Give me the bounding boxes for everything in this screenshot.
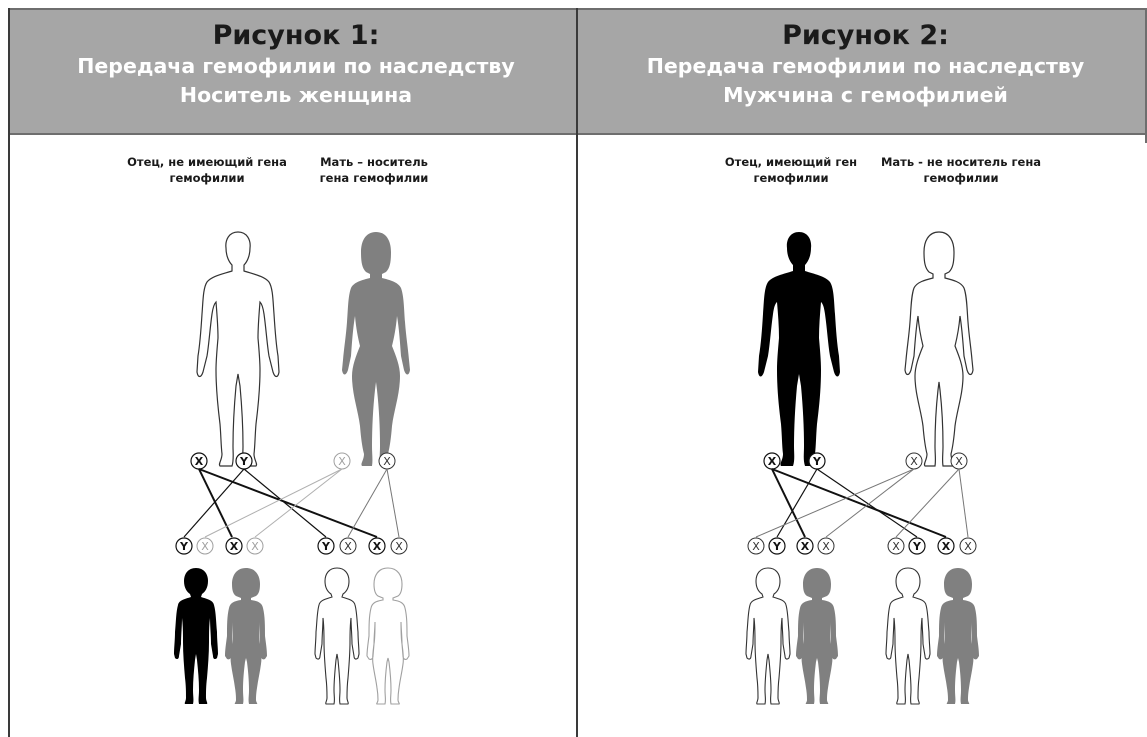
figure-1-father-x-chromosome: X <box>191 453 207 469</box>
figure-1-mother-normal-x-chromosome: X <box>379 453 395 469</box>
figure-1-father-figure <box>197 232 279 466</box>
figure-2-carrier-daughter-figure <box>796 568 838 704</box>
figure-2-healthy-son-figure <box>746 568 790 704</box>
chromosome-label: X <box>373 540 382 553</box>
figure-1-child3-x-chromosome: X <box>340 538 356 554</box>
figure-2-illustration: X Y X X <box>584 135 1147 735</box>
figure-2-child1-x-chromosome: X <box>748 538 764 554</box>
chromosome-label: Y <box>772 540 782 553</box>
figure-1-child1-y-chromosome: Y <box>176 538 192 554</box>
chromosome-label: Y <box>321 540 331 553</box>
figure-1-carrier-daughter-figure <box>225 568 267 704</box>
chromosome-label: X <box>822 540 830 553</box>
figure-1-father-y-chromosome: Y <box>236 453 252 469</box>
figure-2-mother-x-chromosome-2: X <box>951 453 967 469</box>
chromosome-label: X <box>230 540 239 553</box>
figure-2-father-x-chromosome: X <box>764 453 780 469</box>
figure-2-subtitle-line1: Передача гемофилии по наследству <box>584 52 1147 81</box>
figure-2-child2-second-x-chromosome: X <box>818 538 834 554</box>
figure-2-child4-second-x-chromosome: X <box>960 538 976 554</box>
figure-2-inheritance-lines <box>756 469 968 537</box>
chromosome-label: X <box>195 455 204 468</box>
figure-1-child4-x-chromosome: X <box>369 538 385 554</box>
left-border <box>8 8 10 737</box>
figure-2-mother-x-chromosome-1: X <box>906 453 922 469</box>
chromosome-label: X <box>801 540 810 553</box>
chromosome-label: Y <box>912 540 922 553</box>
figure-1-child4-second-x-chromosome: X <box>391 538 407 554</box>
figure-2-father-y-chromosome: Y <box>809 453 825 469</box>
chromosome-label: Y <box>812 455 822 468</box>
figure-1-title: Рисунок 1: <box>8 20 584 52</box>
chromosome-label: X <box>964 540 972 553</box>
figure-2-child3-y-chromosome: Y <box>909 538 925 554</box>
chromosome-label: X <box>955 455 963 468</box>
chromosome-label: X <box>395 540 403 553</box>
figure-2-child-chromosomes: X Y X X X Y X X <box>748 538 976 554</box>
figure-1-mother-figure <box>342 232 410 466</box>
figure-1-healthy-daughter-figure <box>367 568 409 704</box>
chromosome-label: X <box>201 540 209 553</box>
figure-1-child1-x-chromosome: X <box>197 538 213 554</box>
chromosome-label: X <box>942 540 951 553</box>
figure-1-healthy-son-figure <box>315 568 359 704</box>
figure-2-child4-x-chromosome: X <box>938 538 954 554</box>
figure-1-child2-x-chromosome: X <box>226 538 242 554</box>
chromosome-label: Y <box>239 455 249 468</box>
figure-2-subtitle-line2: Мужчина с гемофилией <box>584 81 1147 110</box>
figure-2-child2-x-chromosome: X <box>797 538 813 554</box>
figure-1-header: Рисунок 1: Передача гемофилии по наследс… <box>8 8 584 135</box>
figure-1-child-chromosomes: Y X X X Y X X X <box>176 538 407 554</box>
figure-1-illustration: X Y X X <box>8 135 584 735</box>
figure-1-subtitle-line1: Передача гемофилии по наследству <box>8 52 584 81</box>
figure-2-title: Рисунок 2: <box>584 20 1147 52</box>
figure-2-child3-x-chromosome: X <box>888 538 904 554</box>
figure-1-affected-son-figure <box>174 568 218 704</box>
chromosome-label: X <box>910 455 918 468</box>
chromosome-label: X <box>344 540 352 553</box>
figure-2-panel: Рисунок 2: Передача гемофилии по наследс… <box>584 8 1147 737</box>
chromosome-label: X <box>892 540 900 553</box>
figure-2-header: Рисунок 2: Передача гемофилии по наследс… <box>584 8 1147 135</box>
figure-2-healthy-son-2-figure <box>886 568 930 704</box>
figure-2-carrier-daughter-2-figure <box>937 568 979 704</box>
chromosome-label: Y <box>179 540 189 553</box>
panel-divider <box>576 8 578 737</box>
figure-2-child1-y-chromosome: Y <box>769 538 785 554</box>
chromosome-label: X <box>383 455 391 468</box>
figure-1-child3-y-chromosome: Y <box>318 538 334 554</box>
figure-2-parent-chromosomes: X Y X X <box>764 453 967 469</box>
chromosome-label: X <box>768 455 777 468</box>
figure-1-child2-carrier-x-chromosome: X <box>247 538 263 554</box>
chromosome-label: X <box>752 540 760 553</box>
figure-2-father-figure <box>758 232 840 466</box>
figure-1-inheritance-lines <box>184 469 399 537</box>
chromosome-label: X <box>251 540 259 553</box>
figure-1-mother-carrier-x-chromosome: X <box>334 453 350 469</box>
figure-1-subtitle-line2: Носитель женщина <box>8 81 584 110</box>
chromosome-label: X <box>338 455 346 468</box>
figure-1-panel: Рисунок 1: Передача гемофилии по наследс… <box>8 8 584 737</box>
figure-2-mother-figure <box>905 232 973 466</box>
